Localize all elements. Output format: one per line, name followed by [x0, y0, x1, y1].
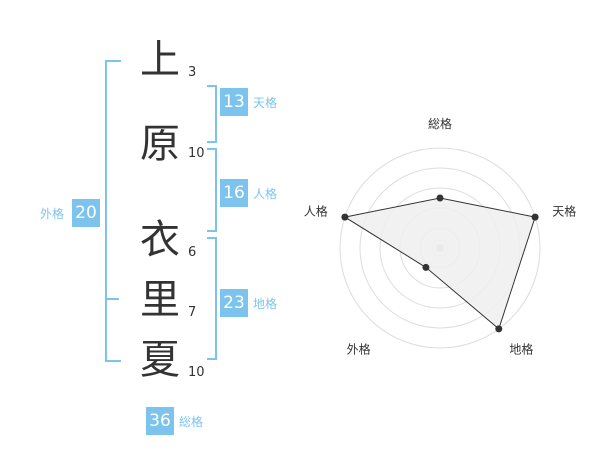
radar-axis-label: 天格 — [552, 204, 576, 219]
soukaku-label: 総格 — [179, 415, 204, 429]
name-char-1: 上 — [140, 37, 180, 83]
radar-point-3 — [495, 325, 503, 333]
stroke-count-5: 10 — [188, 365, 205, 380]
chikaku-label: 地格 — [253, 297, 278, 311]
radar-point-2 — [531, 213, 539, 221]
stroke-count-4: 7 — [188, 305, 197, 320]
radar-point-4 — [422, 263, 430, 271]
gaikaku-label: 外格 — [40, 207, 65, 221]
radar-axis-label: 総格 — [428, 116, 452, 131]
radar-area — [343, 197, 536, 330]
jinkaku-label: 人格 — [253, 187, 278, 201]
gaikaku-score: 20 — [72, 199, 100, 227]
name-char-4: 里 — [140, 277, 180, 323]
name-char-2: 原 — [140, 121, 180, 167]
radar-axis-label: 人格 — [304, 204, 328, 219]
stroke-count-3: 6 — [188, 245, 197, 260]
stroke-count-2: 10 — [188, 146, 205, 161]
radar-axis-label: 外格 — [347, 341, 371, 356]
tenkaku-label: 天格 — [253, 96, 278, 110]
tenkaku-bracket — [207, 85, 217, 143]
stroke-count-1: 3 — [188, 65, 197, 80]
chikaku-score: 23 — [220, 289, 248, 317]
gaikaku-bracket — [105, 60, 121, 362]
radar-point-5 — [341, 213, 349, 221]
radar-axis-label: 地格 — [509, 341, 533, 356]
name-char-5: 夏 — [140, 337, 180, 383]
radar-point-1 — [436, 194, 444, 202]
name-char-3: 衣 — [140, 217, 180, 263]
jinkaku-score: 16 — [220, 179, 248, 207]
chikaku-bracket — [207, 237, 217, 360]
soukaku-score: 36 — [146, 407, 174, 435]
tenkaku-score: 13 — [220, 88, 248, 116]
jinkaku-bracket — [207, 148, 217, 232]
gaikaku-bracket-tick — [105, 298, 119, 300]
radar-ring — [339, 147, 541, 349]
